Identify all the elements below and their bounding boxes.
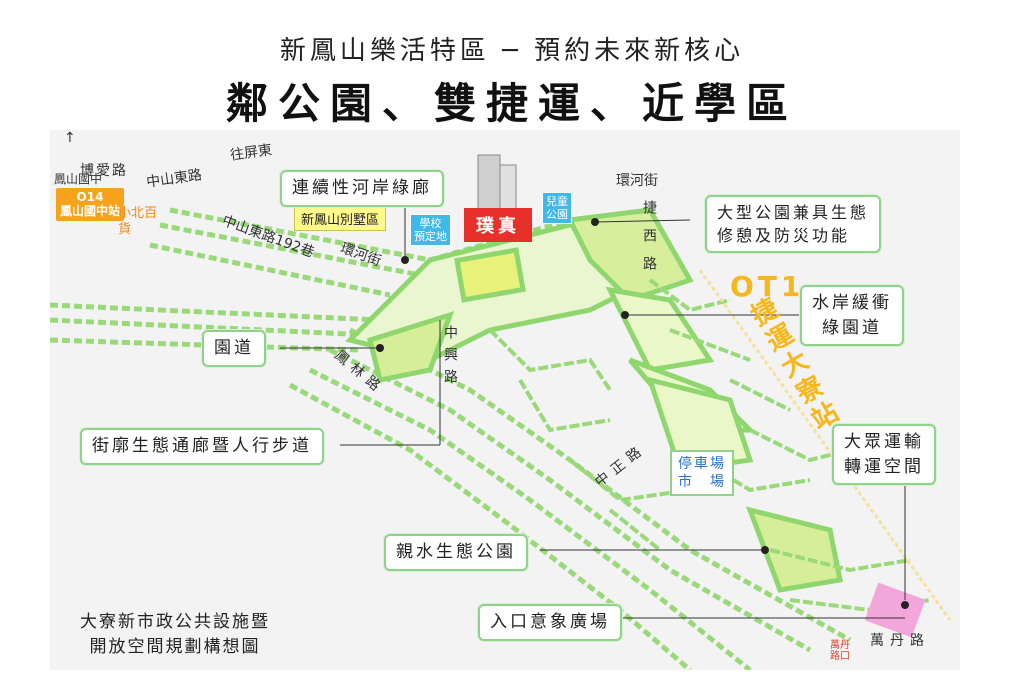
school-site-tag: 學校 預定地 (410, 214, 451, 247)
ot1-label: OT1 (730, 270, 805, 303)
callout-transit: 大眾運輸 轉運空間 (832, 424, 936, 486)
children-park-line1: 兒童 (546, 195, 568, 208)
caption-line2: 開放空間規劃構想圖 (89, 636, 261, 657)
park-parcels (345, 207, 843, 593)
o14-name: 鳳山國中站 (60, 204, 121, 219)
villa-tag: 新鳳山別墅區 (294, 206, 387, 231)
callout-big-park-line1: 大型公園兼具生態 (717, 203, 870, 222)
school-site-line1: 學校 (419, 217, 442, 230)
callout-park-road: 園道 (202, 330, 266, 367)
callout-transit-line1: 大眾運輸 (844, 432, 924, 452)
callout-big-park: 大型公園兼具生態 修憩及防災功能 (705, 195, 882, 254)
callout-waterfront-line1: 水岸緩衝 (812, 293, 892, 313)
road-zhongsheng: 中興路 (442, 325, 458, 391)
entrance-plaza-area (864, 582, 926, 638)
callout-big-park-line2: 修憩及防災功能 (717, 226, 851, 246)
xiaobei-label: 小北百貨 (118, 206, 158, 237)
callout-dots (376, 218, 909, 609)
road-wandan: 萬丹路 (870, 633, 930, 649)
road-jiexi: 捷西路 (641, 200, 657, 284)
school-label: 鳳山國中 (54, 172, 103, 186)
road-boai: 博愛路 (80, 163, 128, 179)
school-site-line2: 預定地 (414, 230, 447, 244)
map[interactable]: ↑ 博愛路 中山東路 往屏東 中山東路192巷 環河街 環河街 捷西路 中興路 … (50, 130, 960, 670)
bottom-small-label: 萬丹路口 (830, 640, 850, 662)
parking-market-tag: 停車場 市 場 (670, 450, 734, 497)
subtitle: 新鳳山樂活特區 ─ 預約未來新核心 (279, 36, 745, 66)
north-arrow: ↑ (64, 130, 76, 146)
ot1-line (698, 269, 952, 621)
building-icon (477, 154, 517, 211)
page-title: 鄰公園、雙捷運、近學區 (225, 79, 798, 128)
o14-station-label[interactable]: O14 鳳山國中站 (56, 188, 125, 221)
o14-code: O14 (76, 190, 104, 204)
callout-lines (280, 200, 906, 619)
map-caption: 大寮新市政公共設施暨 開放空間規劃構想圖 (80, 610, 270, 659)
callout-transit-line2: 轉運空間 (844, 456, 924, 477)
callout-entrance-plaza: 入口意象廣場 (478, 604, 622, 641)
callout-street-corridor: 街廓生態通廊暨人行步道 (80, 428, 324, 465)
road-huanhe-2: 環河街 (616, 173, 658, 189)
parking-line1: 停車場 (678, 456, 726, 472)
children-park-tag: 兒童 公園 (542, 192, 572, 225)
parking-line2: 市 場 (678, 474, 726, 491)
callout-waterfront-line2: 綠園道 (822, 317, 882, 338)
callout-water-park: 親水生態公園 (384, 534, 528, 571)
map-drawing (50, 154, 952, 670)
children-park-line2: 公園 (546, 208, 568, 222)
callout-waterfront: 水岸緩衝 綠園道 (800, 285, 904, 347)
pujen-tag: 璞真 (464, 208, 532, 242)
callout-river-corridor: 連續性河岸綠廊 (280, 170, 444, 207)
caption-line1: 大寮新市政公共設施暨 (80, 612, 270, 632)
